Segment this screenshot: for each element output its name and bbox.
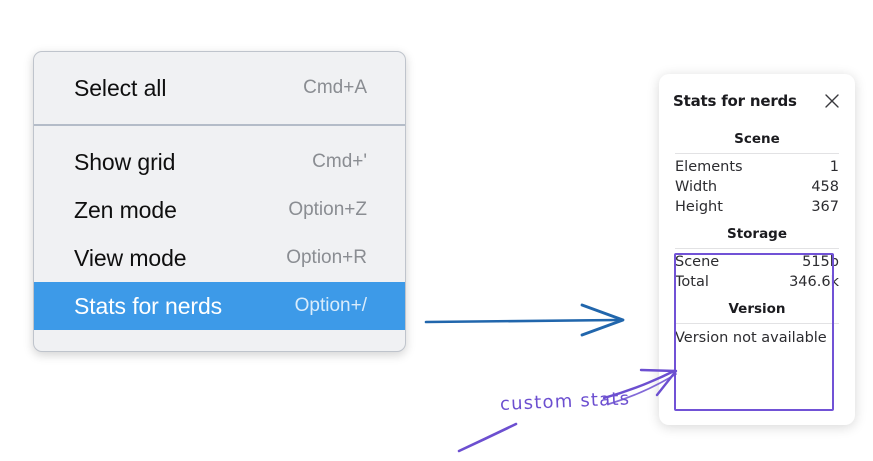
menu-separator	[34, 124, 405, 126]
menu-item-label: View mode	[74, 244, 187, 271]
stats-row-value: 1	[829, 159, 839, 175]
stats-row-height: Height 367	[673, 197, 841, 217]
stats-panel-header: Stats for nerds	[673, 74, 841, 122]
stats-section-heading-storage: Storage	[726, 226, 788, 242]
menu-bottom-padding	[34, 330, 405, 349]
stats-panel-title: Stats for nerds	[673, 92, 797, 110]
stats-row-width: Width 458	[673, 177, 841, 197]
menu-item-label: Select all	[74, 74, 167, 101]
stats-for-nerds-panel: Stats for nerds Scene Elements 1 Width 4…	[659, 74, 855, 425]
menu-item-select-all[interactable]: Select all Cmd+A	[34, 64, 405, 112]
stats-divider	[675, 323, 839, 324]
stats-row-elements: Elements 1	[673, 157, 841, 177]
stats-row-value: 458	[811, 179, 839, 195]
context-menu-group-2: Show grid Cmd+' Zen mode Option+Z View m…	[34, 126, 405, 349]
close-icon[interactable]	[823, 92, 841, 110]
stats-row-storage-total: Total 346.6k	[673, 272, 841, 292]
stats-row-value: 367	[811, 199, 839, 215]
stats-section-heading-scene: Scene	[734, 131, 780, 147]
menu-item-shortcut: Option+R	[286, 247, 367, 268]
menu-item-shortcut: Option+Z	[288, 199, 367, 220]
menu-item-label: Show grid	[74, 148, 176, 175]
menu-item-show-grid[interactable]: Show grid Cmd+'	[34, 138, 405, 186]
stats-row-key: Height	[675, 199, 723, 215]
stats-row-value: 515b	[802, 254, 839, 270]
context-menu[interactable]: Select all Cmd+A Show grid Cmd+' Zen mod…	[33, 51, 406, 352]
stats-row-key: Elements	[675, 159, 743, 175]
menu-item-label: Stats for nerds	[74, 292, 223, 319]
stats-version-value: Version not available	[675, 330, 827, 346]
stats-row-key: Total	[675, 274, 709, 290]
menu-item-stats-for-nerds[interactable]: Stats for nerds Option+/	[34, 282, 405, 330]
menu-item-label: Zen mode	[74, 196, 177, 223]
stats-row-key: Width	[675, 179, 718, 195]
context-menu-group-1: Select all Cmd+A	[34, 52, 405, 124]
stats-row-key: Scene	[675, 254, 720, 270]
menu-item-shortcut: Option+/	[294, 295, 367, 316]
stats-divider	[675, 248, 839, 249]
menu-item-view-mode[interactable]: View mode Option+R	[34, 234, 405, 282]
handwritten-annotation-label: custom stats	[499, 388, 631, 415]
menu-item-shortcut: Cmd+A	[303, 77, 367, 98]
stats-row-value: 346.6k	[789, 274, 839, 290]
menu-item-shortcut: Cmd+'	[312, 151, 367, 172]
stats-divider	[675, 153, 839, 154]
stats-row-storage-scene: Scene 515b	[673, 252, 841, 272]
menu-item-zen-mode[interactable]: Zen mode Option+Z	[34, 186, 405, 234]
stats-section-heading-version: Version	[728, 301, 786, 317]
